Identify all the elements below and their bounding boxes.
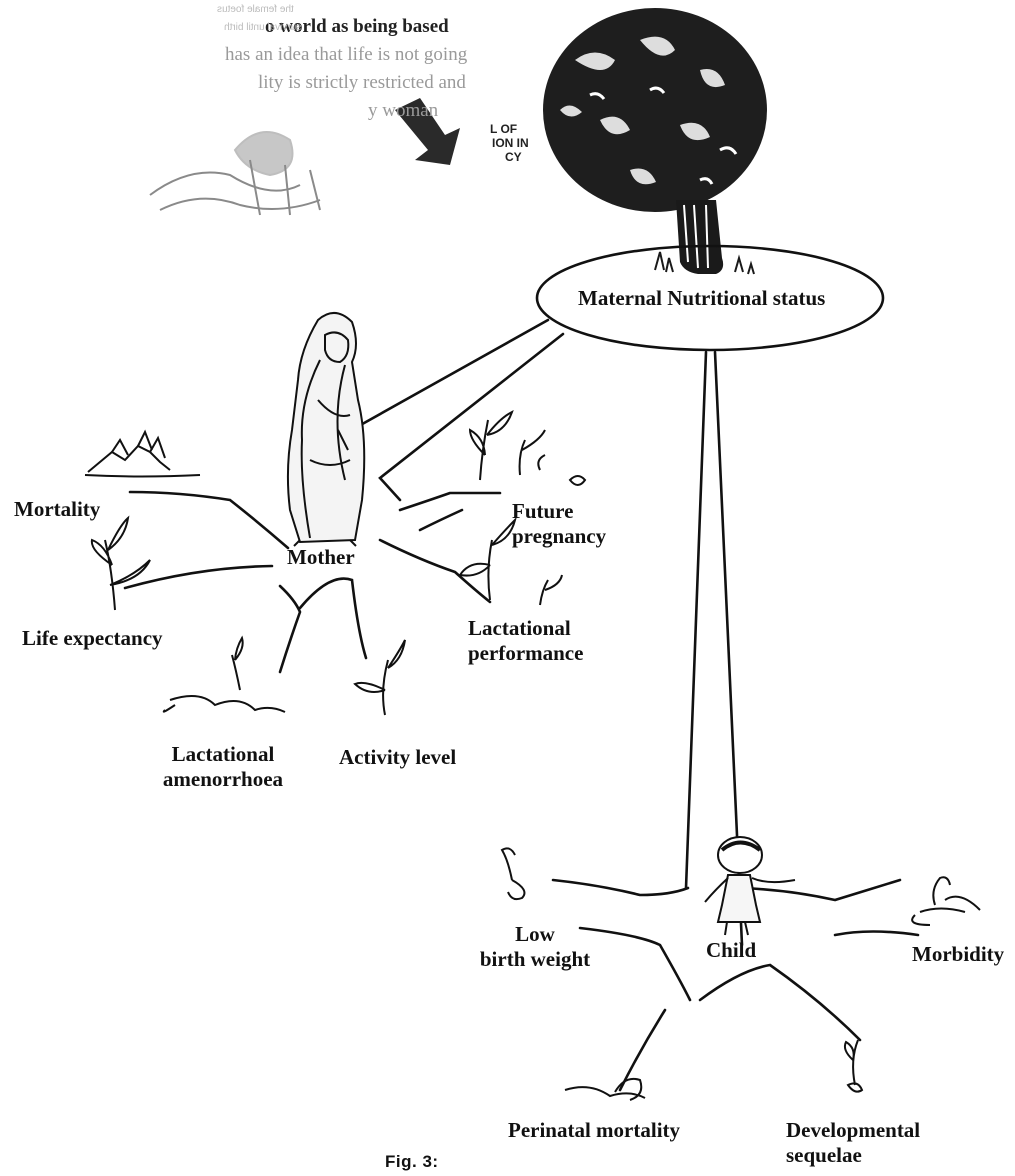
bleed-through-text-3: lity is strictly restricted and (258, 72, 466, 94)
mother-figure-icon (288, 313, 364, 546)
seedling-perinatal-mortality-icon (565, 1079, 645, 1100)
bleed-through-heading-2: ION IN (492, 136, 529, 150)
root-to-mother-connector (348, 320, 563, 500)
outcome-lactational-performance-line-2: performance (468, 641, 583, 666)
seedling-activity-level-icon (355, 640, 405, 715)
outcome-future-pregnancy-line-2: pregnancy (512, 524, 606, 549)
outcome-low-birth-weight-line-2: birth weight (475, 947, 595, 972)
outcome-lactational-performance: Lactational performance (468, 616, 583, 666)
outcome-developmental-sequelae-line-1: Developmental (786, 1118, 920, 1143)
bleed-through-mirror-2: survival until birth (220, 22, 301, 33)
bleed-through-heading-1: L OF (490, 122, 517, 136)
outcome-perinatal-mortality: Perinatal mortality (508, 1118, 680, 1143)
outcome-activity-level: Activity level (339, 745, 456, 770)
seedling-low-birth-weight-icon (502, 848, 524, 899)
tree-icon (543, 8, 767, 274)
outcome-developmental-sequelae-line-2: sequelae (786, 1143, 920, 1168)
root-label-maternal-nutritional-status: Maternal Nutritional status (578, 286, 825, 311)
outcome-lactational-performance-line-1: Lactational (468, 616, 583, 641)
outcome-future-pregnancy-line-1: Future (512, 499, 606, 524)
outcome-developmental-sequelae: Developmental sequelae (786, 1118, 920, 1168)
bleed-through-text-2: has an idea that life is not going (225, 44, 467, 66)
outcome-future-pregnancy: Future pregnancy (512, 499, 606, 549)
mother-hub-label: Mother (287, 545, 355, 570)
bleed-through-drawing (150, 132, 320, 215)
outcome-mortality: Mortality (14, 497, 100, 522)
seedling-future-pregnancy-icon (470, 412, 585, 485)
outcome-lactational-amenorrhoea-line-1: Lactational (153, 742, 293, 767)
seedling-life-expectancy-icon (164, 638, 285, 712)
bleed-through-mirror-1: the female foetus (213, 4, 294, 15)
figure-caption: Fig. 3: (385, 1152, 439, 1172)
outcome-morbidity: Morbidity (912, 942, 1004, 967)
seedling-morbidity-icon (912, 877, 980, 925)
bleed-through-heading-3: CY (505, 150, 522, 164)
child-figure-icon (705, 837, 795, 935)
outcome-low-birth-weight: Low birth weight (475, 922, 595, 972)
seedling-mortality-icon (92, 518, 150, 610)
bleed-through-text-4: y woman (368, 100, 438, 122)
mountains-icon (85, 432, 200, 477)
outcome-life-expectancy: Life expectancy (22, 626, 163, 651)
seedling-developmental-sequelae-icon (845, 1040, 862, 1092)
outcome-lactational-amenorrhoea-line-2: amenorrhoea (153, 767, 293, 792)
outcome-lactational-amenorrhoea: Lactational amenorrhoea (153, 742, 293, 792)
outcome-low-birth-weight-line-1: Low (475, 922, 595, 947)
child-hub-label: Child (706, 938, 756, 963)
